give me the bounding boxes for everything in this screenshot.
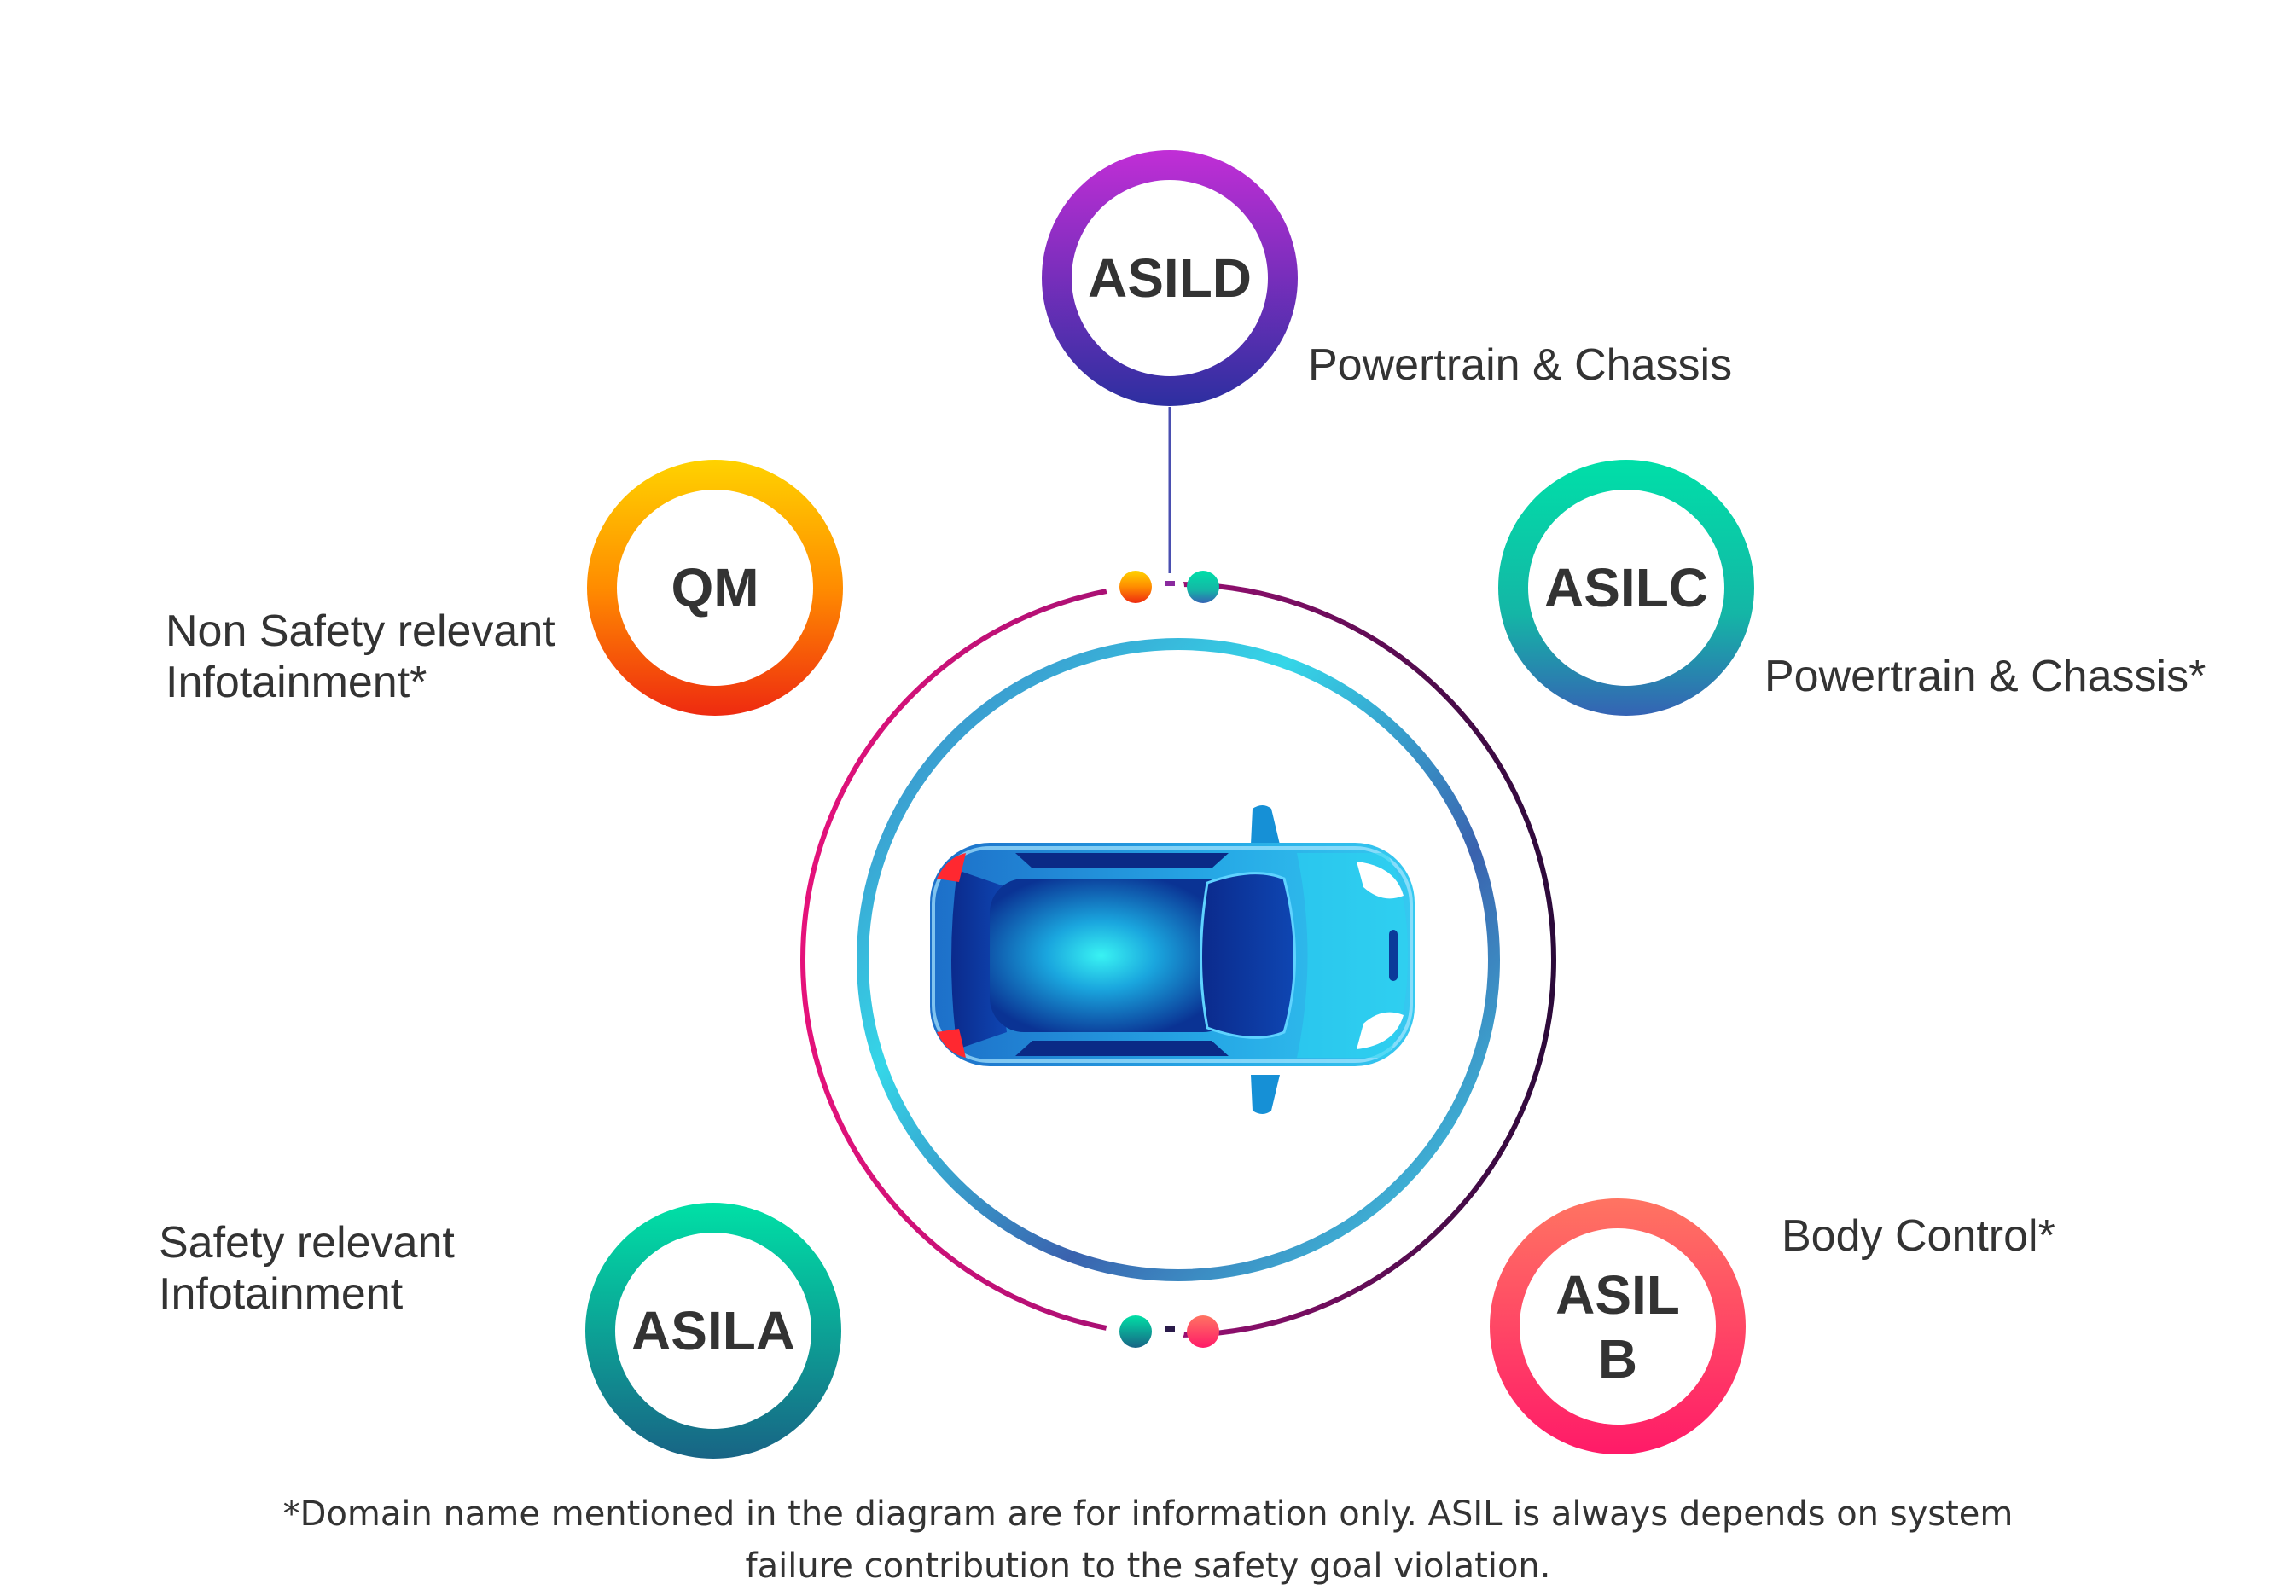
bottom-junction <box>1106 1315 1219 1348</box>
asilb-badge: ASIL B <box>1490 1198 1746 1454</box>
asila-domain-line2: Infotainment <box>159 1269 404 1319</box>
top-junction <box>1106 571 1219 603</box>
asila-domain-line1: Safety relevant <box>159 1218 455 1268</box>
qm-domain-line1: Non Safety relevant <box>166 606 555 656</box>
asilb-domain: Body Control* <box>1782 1211 2055 1261</box>
asilb-label-line1: ASIL <box>1555 1264 1680 1326</box>
asilb-label-line2: B <box>1598 1328 1637 1390</box>
asilc-badge: ASILC <box>1498 460 1754 716</box>
asilc-domain: Powertrain & Chassis* <box>1764 652 2206 701</box>
footnote-line1: *Domain name mentioned in the diagram ar… <box>282 1494 2014 1534</box>
qm-domain-line2: Infotainment* <box>166 658 427 707</box>
footnote: *Domain name mentioned in the diagram ar… <box>0 1489 2296 1593</box>
asild-domain: Powertrain & Chassis <box>1308 340 1732 390</box>
qm-badge: QM <box>587 460 843 716</box>
asild-badge: ASILD <box>1042 150 1298 406</box>
asila-badge: ASILA <box>585 1203 841 1459</box>
qm-label: QM <box>671 557 759 618</box>
asild-label: ASILD <box>1088 247 1252 309</box>
asilc-label: ASILC <box>1544 557 1708 618</box>
asild-connector <box>1168 405 1749 585</box>
footnote-line2: failure contribution to the safety goal … <box>745 1547 1551 1586</box>
car-icon <box>930 805 1415 1114</box>
inner-ring <box>857 638 1500 1281</box>
asila-label: ASILA <box>631 1300 795 1361</box>
